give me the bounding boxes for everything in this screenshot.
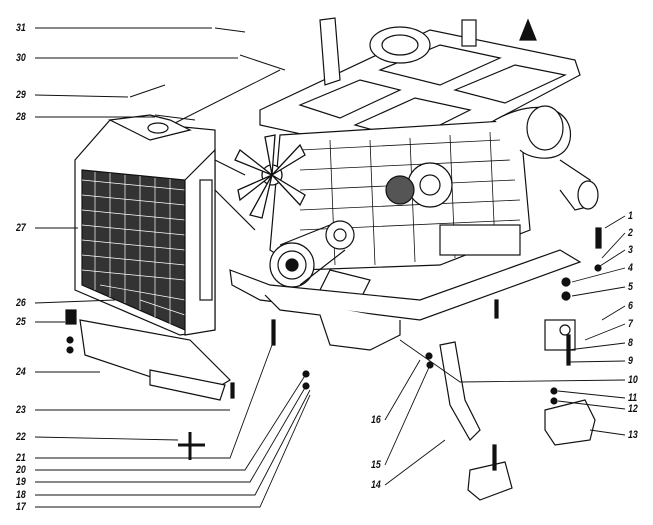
callout-1: 1 — [628, 210, 633, 222]
callout-21: 21 — [16, 452, 26, 464]
callout-14: 14 — [371, 479, 381, 491]
callout-27: 27 — [16, 222, 26, 234]
callout-3: 3 — [628, 244, 633, 256]
callout-22: 22 — [16, 431, 26, 443]
engine-block — [234, 17, 599, 301]
fan — [234, 134, 306, 219]
callout-29: 29 — [16, 89, 26, 101]
callout-13: 13 — [628, 429, 638, 441]
callout-19: 19 — [16, 476, 26, 488]
callout-15: 15 — [371, 459, 381, 471]
callout-31: 31 — [16, 22, 26, 34]
leader-lines — [34, 27, 626, 508]
callout-28: 28 — [16, 111, 26, 123]
callout-26: 26 — [16, 297, 26, 309]
callout-23: 23 — [16, 404, 26, 416]
callout-4: 4 — [628, 262, 633, 274]
rods — [129, 27, 286, 460]
callout-8: 8 — [628, 337, 633, 349]
callout-6: 6 — [628, 300, 633, 312]
frame — [79, 249, 596, 501]
callout-5: 5 — [628, 281, 633, 293]
callout-9: 9 — [628, 355, 633, 367]
callout-2: 2 — [628, 227, 633, 239]
callout-25: 25 — [16, 316, 26, 328]
callout-20: 20 — [16, 464, 26, 476]
callout-17: 17 — [16, 501, 26, 513]
callout-24: 24 — [16, 366, 26, 378]
callout-10: 10 — [628, 374, 638, 386]
callout-7: 7 — [628, 318, 633, 330]
callout-30: 30 — [16, 52, 26, 64]
callout-12: 12 — [628, 403, 638, 415]
callout-16: 16 — [371, 414, 381, 426]
callout-18: 18 — [16, 489, 26, 501]
radiator — [74, 114, 256, 336]
callout-11: 11 — [628, 392, 638, 404]
